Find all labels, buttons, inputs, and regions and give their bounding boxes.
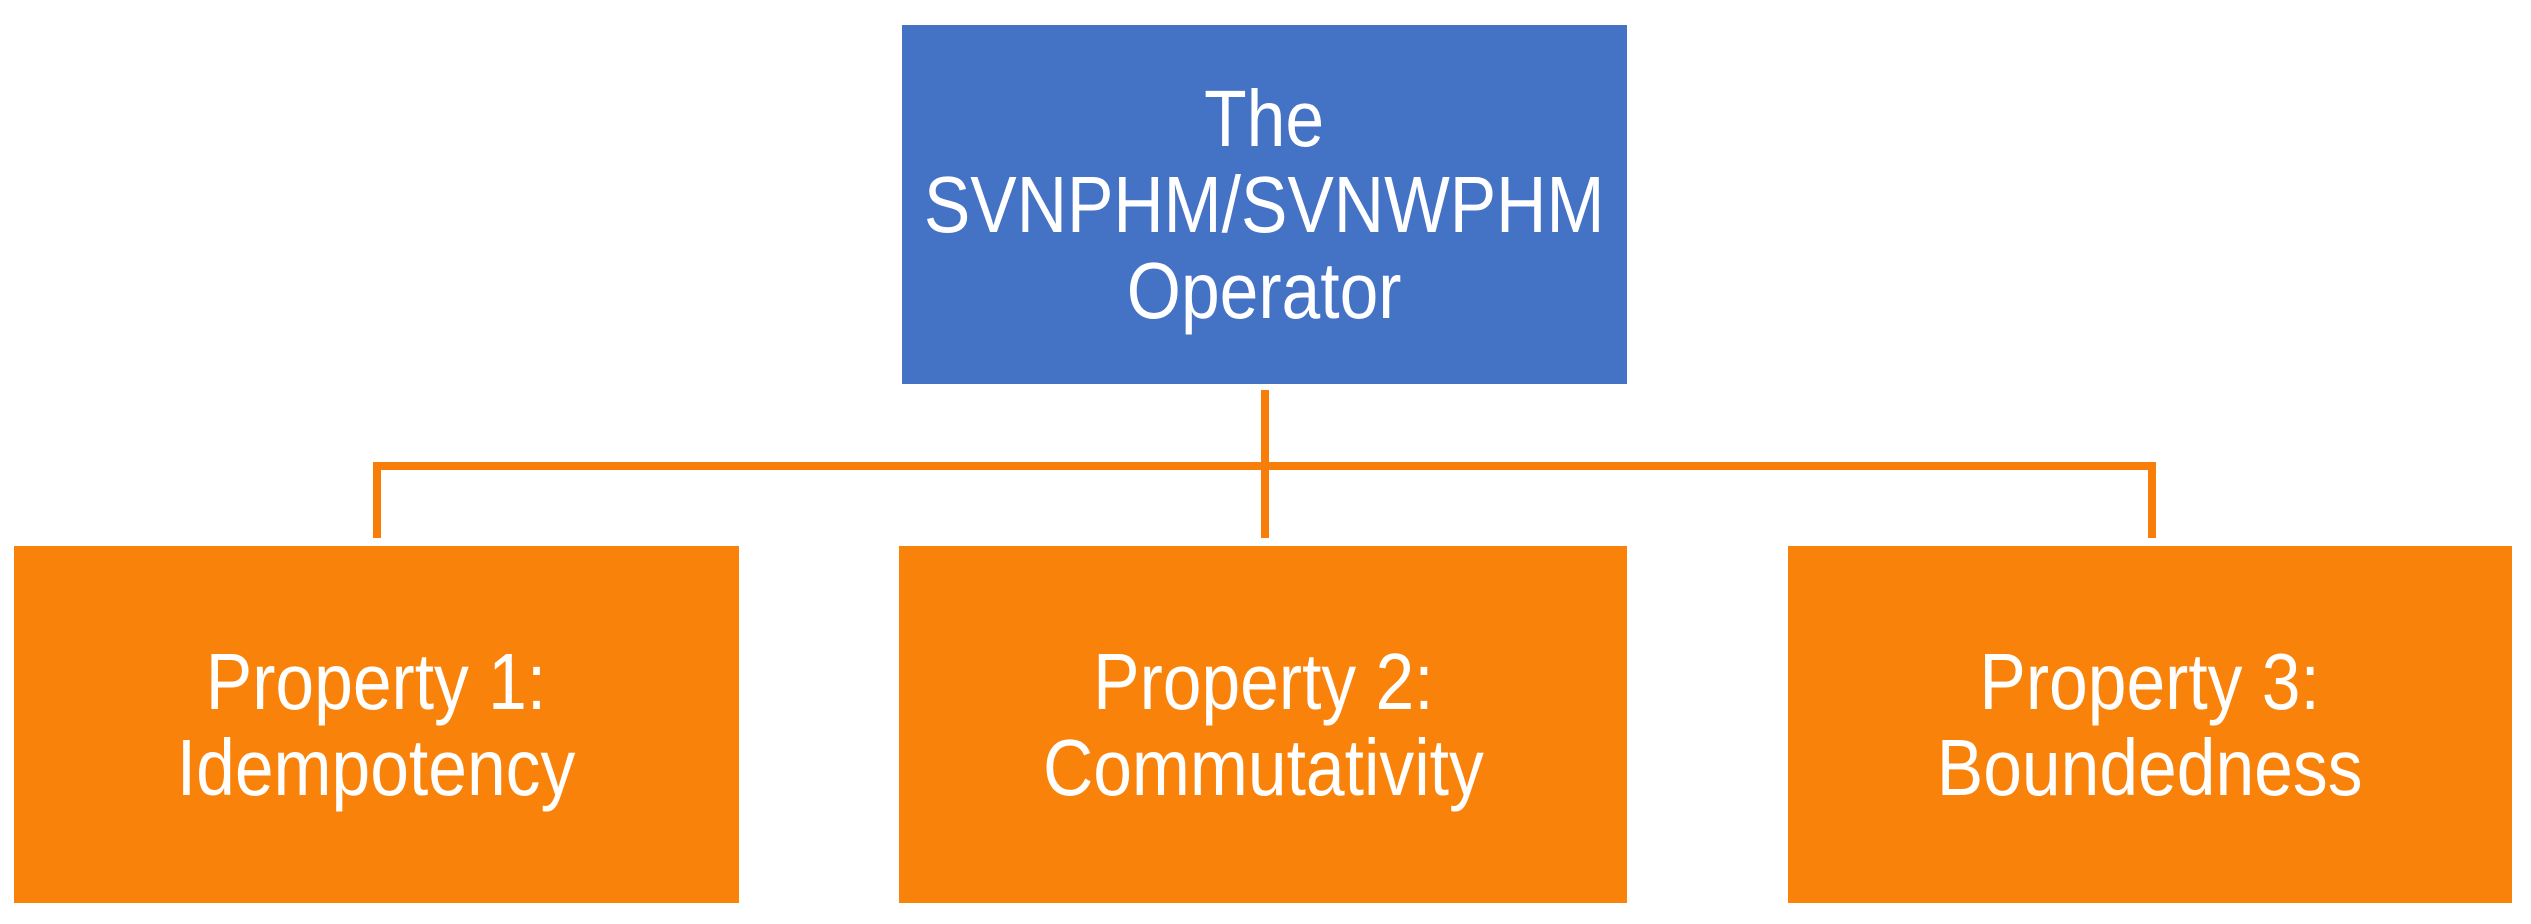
node-property-1-label: Property 1: Idempotency [177, 636, 576, 812]
node-operator-label-line-1: The [1204, 73, 1325, 163]
node-operator: The SVNPHM/SVNWPHM Operator [902, 25, 1627, 384]
connector-horizontal-bar [373, 462, 2156, 470]
connector-root-stem [1261, 390, 1269, 462]
node-property-1: Property 1: Idempotency [14, 546, 739, 903]
node-property-3-label: Property 3: Boundedness [1937, 636, 2363, 812]
node-property-2: Property 2: Commutativity [899, 546, 1627, 903]
node-property-3-label-line-1: Property 3: [1979, 636, 2321, 726]
node-operator-label-line-2: SVNPHM/SVNWPHM [924, 159, 1605, 249]
node-operator-label: The SVNPHM/SVNWPHM Operator [924, 73, 1605, 335]
node-operator-label-line-3: Operator [1127, 245, 1402, 335]
node-property-3: Property 3: Boundedness [1788, 546, 2512, 903]
node-property-2-label: Property 2: Commutativity [1042, 636, 1484, 812]
connector-drop-property-3 [2148, 462, 2156, 538]
node-property-2-label-line-2: Commutativity [1042, 722, 1484, 812]
node-property-3-label-line-2: Boundedness [1937, 722, 2363, 812]
node-property-2-label-line-1: Property 2: [1092, 636, 1434, 726]
connector-drop-property-2 [1261, 470, 1269, 538]
connector-drop-property-1 [373, 462, 381, 538]
node-property-1-label-line-1: Property 1: [206, 636, 547, 726]
node-property-1-label-line-2: Idempotency [177, 722, 576, 812]
